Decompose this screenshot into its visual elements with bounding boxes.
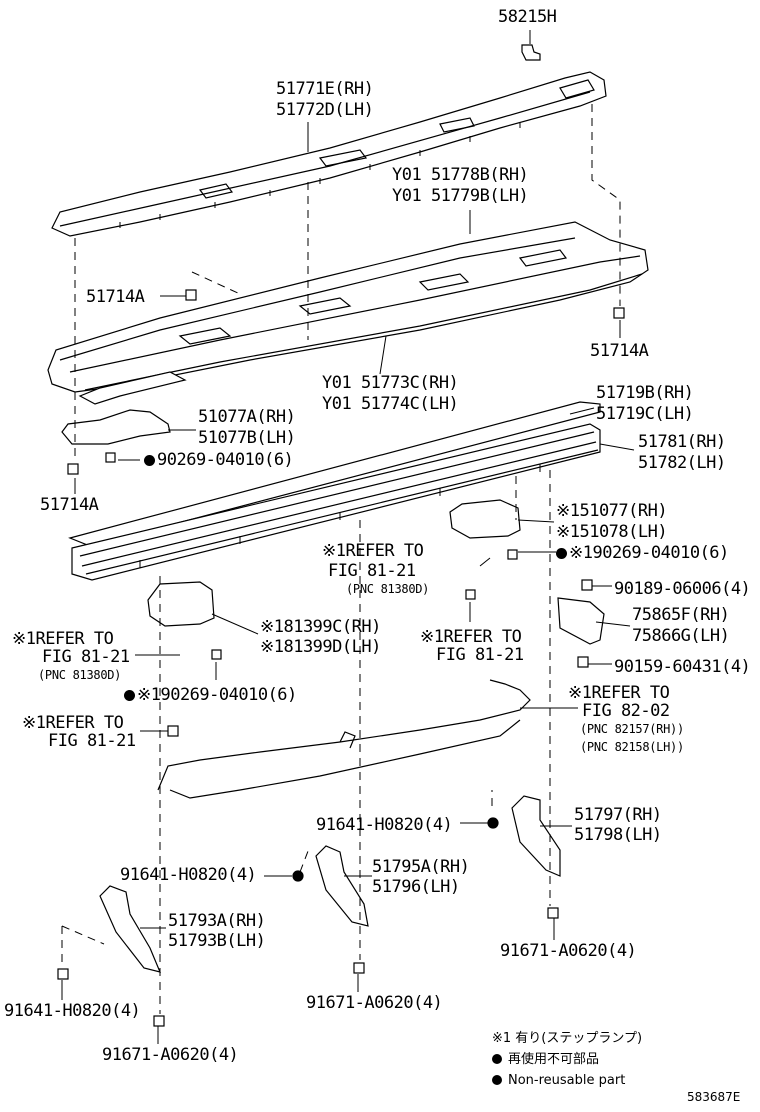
legend: ※1 有り(ステップランプ) 再使用不可部品 Non-reusable part: [492, 1028, 642, 1091]
diagram-code: 583687E: [687, 1090, 741, 1104]
ref-e-line2: FIG 81-21: [48, 731, 136, 751]
label-91671-2: 91671-A0620(4): [306, 993, 443, 1013]
ref-d-line4: (PNC 82158(LH)): [580, 740, 684, 754]
label-90269-1-text: 90269-04010(6): [157, 450, 294, 470]
non-reusable-dot-icon: [492, 1075, 502, 1085]
ref-c-line2: FIG 81-21: [436, 645, 524, 665]
label-51795a: 51795A(RH): [372, 857, 470, 877]
ref-b-line3: (PNC 81380D): [38, 668, 122, 682]
leader-lines: [62, 30, 634, 1044]
ref-d-line3: (PNC 82157(RH)): [580, 722, 684, 736]
label-90189: 90189-06006(4): [614, 579, 751, 599]
clip-58215h: [522, 45, 540, 60]
label-90269-3: ※190269-04010(6): [124, 686, 297, 705]
legend-note-3-row: Non-reusable part: [492, 1070, 642, 1091]
wire-harness: [158, 680, 530, 798]
label-58215h: 58215H: [498, 7, 557, 27]
bracket-81399: [148, 582, 214, 626]
label-51719b: 51719B(RH): [596, 383, 694, 403]
label-90269-2-text: ※190269-04010(6): [569, 543, 729, 563]
step-board-part: [48, 222, 648, 404]
label-51779b: Y01 51779B(LH): [392, 186, 529, 206]
label-91641-3: 91641-H0820(4): [4, 1001, 141, 1021]
non-reusable-dot-icon: [144, 455, 155, 466]
label-75865f: 75865F(RH): [632, 605, 730, 625]
stay-51793: [100, 886, 160, 972]
stay-51797: [512, 796, 560, 876]
label-51077r: ※151077(RH): [556, 501, 668, 521]
side-rail-part: [70, 402, 600, 580]
legend-note-3: Non-reusable part: [508, 1073, 626, 1088]
non-reusable-dot-icon: [556, 548, 567, 559]
ref-a-line2: FIG 81-21: [328, 561, 416, 581]
label-51771e: 51771E(RH): [276, 79, 374, 99]
label-90159: 90159-60431(4): [614, 657, 751, 677]
non-reusable-dot-icon: [124, 690, 135, 701]
label-51793b: 51793B(LH): [168, 931, 266, 951]
label-51078r: ※151078(LH): [556, 522, 668, 542]
non-reusable-dot-icon: [492, 1054, 502, 1064]
assembly-lines: [62, 104, 620, 1014]
legend-note-2: 再使用不可部品: [508, 1052, 600, 1067]
label-51772d: 51772D(LH): [276, 100, 374, 120]
label-51719c: 51719C(LH): [596, 404, 694, 424]
ref-a-line1: ※1REFER TO: [322, 541, 424, 561]
label-51798: 51798(LH): [574, 825, 662, 845]
label-51778b: Y01 51778B(RH): [392, 165, 529, 185]
label-51781: 51781(RH): [638, 432, 726, 452]
label-51793a: 51793A(RH): [168, 911, 266, 931]
legend-note-2-row: 再使用不可部品: [492, 1049, 642, 1070]
stay-51795: [316, 846, 368, 926]
label-51797: 51797(RH): [574, 805, 662, 825]
label-90269-3-text: ※190269-04010(6): [137, 685, 297, 705]
label-51714a-1: 51714A: [86, 287, 145, 307]
lamp-cover: [558, 598, 604, 644]
fasteners: [57, 289, 625, 1027]
label-51714a-2: 51714A: [590, 341, 649, 361]
label-51077b: 51077B(LH): [198, 428, 296, 448]
label-51773c: Y01 51773C(RH): [322, 373, 459, 393]
legend-note-1: ※1 有り(ステップランプ): [492, 1031, 643, 1046]
label-81399c: ※181399C(RH): [260, 617, 381, 637]
label-51774c: Y01 51774C(LH): [322, 394, 459, 414]
bracket-51077-right: [450, 500, 520, 538]
ref-b-line2: FIG 81-21: [42, 647, 130, 667]
label-91641-1: 91641-H0820(4): [316, 815, 453, 835]
label-75866g: 75866G(LH): [632, 626, 730, 646]
ref-a-line3: (PNC 81380D): [346, 582, 430, 596]
label-90269-1: 90269-04010(6): [144, 450, 294, 470]
label-51077a: 51077A(RH): [198, 407, 296, 427]
label-91671-1: 91671-A0620(4): [500, 941, 637, 961]
label-81399d: ※181399D(LH): [260, 637, 381, 657]
label-51782: 51782(LH): [638, 453, 726, 473]
label-51796: 51796(LH): [372, 877, 460, 897]
ref-b-line1: ※1REFER TO: [12, 629, 114, 649]
label-91671-3: 91671-A0620(4): [102, 1045, 239, 1065]
step-cover-part: [52, 72, 606, 236]
label-91641-2: 91641-H0820(4): [120, 865, 257, 885]
ref-e-line1: ※1REFER TO: [22, 713, 124, 733]
ref-c-line1: ※1REFER TO: [420, 627, 522, 647]
bracket-51077a: [62, 410, 170, 444]
ref-d-line1: ※1REFER TO: [568, 683, 670, 703]
label-51714a-3: 51714A: [40, 495, 99, 515]
label-90269-2: ※190269-04010(6): [556, 544, 729, 563]
ref-d-line2: FIG 82-02: [582, 701, 670, 721]
